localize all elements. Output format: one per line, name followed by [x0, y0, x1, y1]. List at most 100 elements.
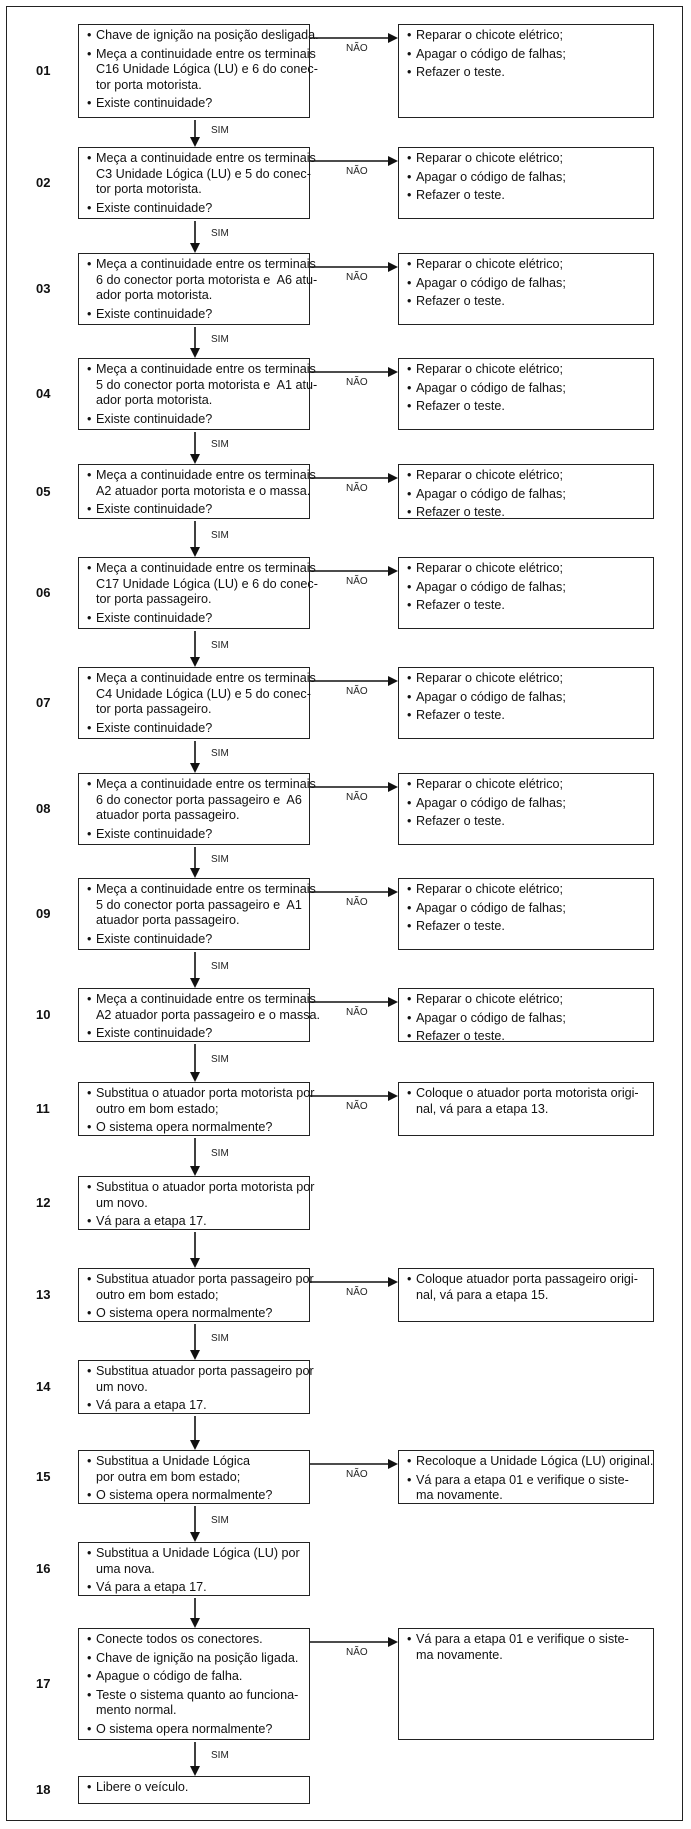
action-list: Reparar o chicote elétrico; Apagar o códi…: [407, 468, 647, 521]
action-box-step-02: Reparar o chicote elétrico; Apagar o códi…: [398, 147, 654, 219]
step-number: 17: [36, 1676, 51, 1691]
check-item: Conecte todos os conectores.: [87, 1632, 303, 1648]
check-box-step-06: Meça a continuidade entre os terminais C…: [78, 557, 318, 629]
check-box-step-08: Meça a continuidade entre os terminais 6…: [78, 773, 316, 845]
step-number: 06: [36, 585, 51, 600]
action-list: Coloque o atuador porta motorista origi-…: [407, 1086, 647, 1117]
action-item: Refazer o teste.: [407, 294, 647, 310]
action-box-step-13: Coloque atuador porta passageiro origi- …: [398, 1268, 654, 1322]
check-box-step-07: Meça a continuidade entre os terminais C…: [78, 667, 316, 739]
check-box-step-10: Meça a continuidade entre os terminais A…: [78, 988, 320, 1042]
check-item: Substitua a Unidade Lógica por outra em …: [87, 1454, 303, 1485]
check-list: Meça a continuidade entre os terminais 6…: [87, 257, 317, 323]
action-item: Refazer o teste.: [407, 708, 647, 724]
action-list: Reparar o chicote elétrico;Apagar o códi…: [407, 362, 647, 415]
yes-label: SIM: [211, 228, 229, 239]
check-box-step-15: Substitua a Unidade Lógica por outra em …: [78, 1450, 310, 1504]
check-item: O sistema opera normalmente?: [87, 1488, 303, 1504]
check-item: Meça a continuidade entre os terminais C…: [87, 561, 318, 608]
action-box-step-09: Reparar o chicote elétrico;Apagar o códi…: [398, 878, 654, 950]
check-list: Conecte todos os conectores.Chave de ign…: [87, 1632, 303, 1738]
step-number: 10: [36, 1007, 51, 1022]
action-item: Apagar o código de falhas;: [407, 487, 647, 503]
yes-label: SIM: [211, 640, 229, 651]
action-item: Apagar o código de falhas;: [407, 170, 647, 186]
check-box-step-09: Meça a continuidade entre os terminais 5…: [78, 878, 316, 950]
check-item: Existe continuidade?: [87, 827, 303, 843]
step-number: 02: [36, 175, 51, 190]
check-box-step-12: Substitua o atuador porta motorista por …: [78, 1176, 314, 1230]
action-item: Apagar o código de falhas;: [407, 796, 647, 812]
step-number: 05: [36, 483, 51, 499]
yes-label: SIM: [211, 1148, 229, 1159]
check-box-step-01: Chave de ignição na posição desligada.Me…: [78, 24, 319, 118]
no-label: NÃO: [346, 377, 368, 388]
action-item: Apagar o código de falhas;: [407, 276, 647, 292]
action-item: Refazer o teste.: [407, 188, 647, 204]
action-item: Reparar o chicote elétrico;: [407, 777, 647, 793]
action-list: Reparar o chicote elétrico; Apagar o códi…: [407, 777, 647, 830]
action-item: Recoloque a Unidade Lógica (LU) original…: [407, 1454, 653, 1470]
check-item: Vá para a etapa 17.: [87, 1398, 303, 1414]
action-box-step-10: Reparar o chicote elétrico;Apagar o códi…: [398, 988, 654, 1045]
yes-label: SIM: [211, 1515, 229, 1526]
action-item: Apagar o código de falhas;: [407, 47, 647, 63]
action-item: Reparar o chicote elétrico;: [407, 671, 647, 687]
check-box-step-02: Meça a continuidade entre os terminais C…: [78, 147, 316, 219]
check-item: Substitua atuador porta passageiro por u…: [87, 1364, 314, 1395]
no-label: NÃO: [346, 1647, 368, 1658]
yes-label: SIM: [211, 961, 229, 972]
action-list: Vá para a etapa 01 e verifique o siste- …: [407, 1632, 647, 1663]
action-item: Refazer o teste.: [407, 1029, 647, 1045]
yes-label: SIM: [211, 748, 229, 759]
check-item: Substitua a Unidade Lógica (LU) por uma …: [87, 1546, 303, 1577]
check-item: Libere o veículo.: [87, 1780, 303, 1796]
action-box-step-07: Reparar o chicote elétrico;Apagar o códi…: [398, 667, 654, 739]
action-item: Coloque o atuador porta motorista origi-…: [407, 1086, 647, 1117]
check-box-step-16: Substitua a Unidade Lógica (LU) por uma …: [78, 1542, 310, 1596]
action-item: Vá para a etapa 01 e verifique o siste- …: [407, 1473, 647, 1504]
check-item: Substitua o atuador porta motorista por …: [87, 1086, 314, 1117]
no-label: NÃO: [346, 792, 368, 803]
check-item: Substitua o atuador porta motorista por …: [87, 1180, 314, 1211]
check-item: Existe continuidade?: [87, 307, 303, 323]
check-list: Chave de ignição na posição desligada.Me…: [87, 28, 319, 112]
check-box-step-13: Substitua atuador porta passageiro por o…: [78, 1268, 314, 1322]
action-item: Reparar o chicote elétrico;: [407, 151, 647, 167]
yes-label: SIM: [211, 1333, 229, 1344]
step-number: 07: [36, 695, 51, 710]
check-box-step-05: Meça a continuidade entre os terminais A…: [78, 464, 316, 519]
step-number: 13: [36, 1287, 51, 1302]
action-item: Coloque atuador porta passageiro origi- …: [407, 1272, 647, 1303]
action-item: Refazer o teste.: [407, 598, 647, 614]
check-item: Meça a continuidade entre os terminais A…: [87, 992, 320, 1023]
action-item: Apagar o código de falhas;: [407, 381, 647, 397]
action-item: Apagar o código de falhas;: [407, 1011, 647, 1027]
step-number: 14: [36, 1379, 51, 1394]
check-item: Existe continuidade?: [87, 932, 303, 948]
action-item: Vá para a etapa 01 e verifique o siste- …: [407, 1632, 647, 1663]
check-item: Existe continuidade?: [87, 611, 303, 627]
step-number: 15: [36, 1469, 51, 1484]
action-box-step-05: Reparar o chicote elétrico; Apagar o códi…: [398, 464, 654, 521]
action-box-step-08: Reparar o chicote elétrico; Apagar o códi…: [398, 773, 654, 845]
action-item: Refazer o teste.: [407, 814, 647, 830]
check-list: Substitua a Unidade Lógica (LU) por uma …: [87, 1546, 303, 1596]
check-list: Meça a continuidade entre os terminais C…: [87, 151, 316, 216]
step-number: 16: [36, 1561, 51, 1576]
action-item: Refazer o teste.: [407, 65, 647, 81]
check-item: O sistema opera normalmente?: [87, 1120, 303, 1136]
check-list: Meça a continuidade entre os terminais 5…: [87, 882, 316, 948]
check-item: Existe continuidade?: [87, 96, 303, 112]
check-item: Chave de ignição na posição desligada.: [87, 28, 319, 44]
check-item: Existe continuidade?: [87, 412, 303, 428]
step-number: 04: [36, 386, 51, 401]
check-item: Meça a continuidade entre os terminais C…: [87, 151, 316, 198]
check-item: Substitua atuador porta passageiro por o…: [87, 1272, 314, 1303]
yes-label: SIM: [211, 853, 229, 865]
no-label: NÃO: [346, 483, 368, 494]
action-item: Reparar o chicote elétrico;: [407, 468, 647, 484]
check-box-step-11: Substitua o atuador porta motorista por …: [78, 1082, 314, 1136]
no-label: NÃO: [346, 897, 368, 908]
action-item: Reparar o chicote elétrico;: [407, 561, 647, 577]
